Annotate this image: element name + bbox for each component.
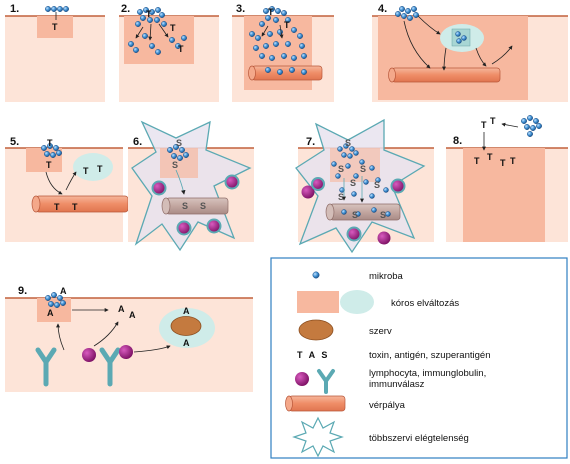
- panel-2-number: 2.: [121, 3, 130, 15]
- lymphocyte-group: [82, 345, 133, 362]
- toxin-label: T: [170, 23, 176, 33]
- panel-6-number: 6.: [133, 136, 142, 148]
- toxin-label: T: [490, 116, 496, 126]
- panel-6: 6. S S S S: [128, 120, 254, 252]
- panel-1-number: 1.: [10, 3, 19, 15]
- antigen-label: A: [47, 308, 54, 318]
- panel-3: 3. T T: [232, 3, 334, 102]
- panel-5-number: 5.: [10, 136, 19, 148]
- lesion-cyst: [73, 153, 113, 181]
- toxin-label: T: [178, 44, 184, 54]
- antigen-label: A: [60, 286, 67, 296]
- legend-tas-symbol: T A S: [297, 350, 329, 360]
- toxin-label: T: [47, 138, 53, 148]
- blood-vessel: [388, 67, 501, 83]
- legend: mikroba kóros elváltozás szerv T A S tox…: [270, 257, 568, 459]
- toxin-label: T: [510, 156, 516, 166]
- toxin-label: T: [268, 7, 274, 17]
- microbe-cluster: [395, 6, 467, 44]
- legend-star-icon: [292, 416, 344, 458]
- superantigen-label: S: [172, 160, 178, 170]
- lymphocyte-group: [301, 177, 406, 245]
- legend-lymphocyte-icon: [295, 372, 309, 386]
- legend-lymph-label-2: immunválasz: [369, 379, 425, 390]
- toxin-label: T: [500, 158, 506, 168]
- toxin-label: T: [481, 120, 487, 130]
- panel-2: 2. T T T: [119, 3, 219, 102]
- antigen-label: A: [183, 338, 190, 348]
- panel-9: 9. A A A A A A: [5, 285, 253, 392]
- legend-vessel-label: vérpálya: [369, 400, 406, 411]
- legend-organ-icon: [298, 319, 334, 341]
- antigen-label: A: [183, 306, 190, 316]
- toxin-label: T: [146, 9, 152, 19]
- legend-lesion-label: kóros elváltozás: [391, 298, 459, 309]
- toxin-label: T: [83, 166, 89, 176]
- legend-mof-label: többszervi elégtelenség: [369, 433, 469, 444]
- panel-9-number: 9.: [18, 285, 27, 297]
- superantigen-label: S: [352, 210, 358, 220]
- superantigen-label: S: [176, 138, 182, 148]
- microbe-cluster: [331, 143, 391, 217]
- panel-8: 8. T T T T T T: [446, 115, 568, 242]
- toxin-label: T: [97, 164, 103, 174]
- panel-4-number: 4.: [378, 3, 387, 15]
- toxin-label: T: [46, 160, 52, 170]
- superantigen-label: S: [338, 164, 344, 174]
- superantigen-label: S: [345, 138, 351, 148]
- panel-4: 4.: [372, 3, 568, 102]
- panel-7-number: 7.: [306, 136, 315, 148]
- blood-vessel: [325, 203, 401, 221]
- legend-lesion-ellipse: [340, 290, 374, 314]
- microbe-cluster: [167, 144, 189, 161]
- panel-7: 7. S S S S S S S S: [295, 118, 434, 254]
- blood-vessel: [248, 65, 323, 81]
- lymphocyte-group: [151, 174, 240, 236]
- antigen-label: A: [129, 310, 136, 320]
- blood-vessel: [31, 195, 129, 213]
- legend-vessel-icon: [285, 395, 346, 412]
- superantigen-label: S: [182, 201, 188, 211]
- toxin-label: T: [487, 152, 493, 162]
- legend-microbe-label: mikroba: [369, 271, 404, 282]
- superantigen-label: S: [380, 210, 386, 220]
- microbe-cluster: [521, 115, 542, 137]
- superantigen-label: S: [360, 164, 366, 174]
- legend-lymph-label-1: lymphocyta, immunglobulin,: [369, 368, 486, 379]
- legend-tas-label: toxin, antigén, szuperantigén: [369, 350, 490, 361]
- microbe-cluster: [45, 6, 69, 12]
- toxin-label: T: [54, 202, 60, 212]
- superantigen-label: S: [338, 192, 344, 202]
- superantigen-label: S: [374, 180, 380, 190]
- panel-1: 1. T: [5, 3, 105, 102]
- panel-8-number: 8.: [453, 135, 462, 147]
- superantigen-label: S: [200, 201, 206, 211]
- panel-5: 5. T T T T T T: [5, 136, 129, 242]
- microbe-cluster: [45, 292, 66, 308]
- blood-vessel: [161, 197, 229, 215]
- legend-microbe: [312, 271, 320, 279]
- antigen-label: A: [118, 304, 125, 314]
- microbe-cluster: [41, 143, 62, 158]
- microbe-cluster: [128, 7, 187, 55]
- toxin-label: T: [284, 20, 290, 30]
- legend-organ-label: szerv: [369, 326, 392, 337]
- panel-3-number: 3.: [236, 3, 245, 15]
- microbe-cluster: [249, 6, 307, 75]
- toxin-label: T: [52, 22, 58, 32]
- toxin-label: T: [474, 156, 480, 166]
- superantigen-label: S: [350, 178, 356, 188]
- target-organ: [159, 308, 215, 348]
- antibody-icon: [35, 347, 121, 387]
- toxin-label: T: [72, 202, 78, 212]
- legend-lesion-square: [297, 291, 339, 313]
- legend-antibody-icon: [317, 369, 335, 394]
